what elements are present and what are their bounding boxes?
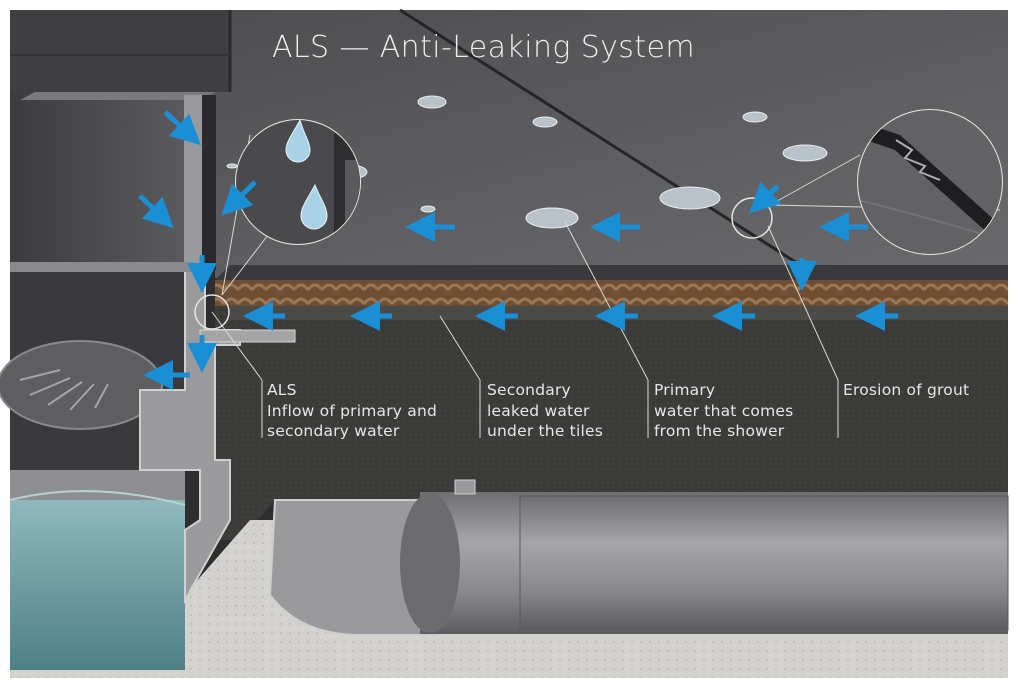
screed-layer <box>215 306 1008 540</box>
flow-arrows <box>138 110 898 390</box>
channel-drain <box>10 92 216 272</box>
label-als: ALS Inflow of primary and secondary wate… <box>267 380 437 442</box>
label-erosion-of-grout: Erosion of grout <box>843 380 969 401</box>
tile-far-left <box>10 10 230 92</box>
diagram-title: ALS — Anti-Leaking System <box>272 30 695 65</box>
label-secondary-water: Secondary leaked water under the tiles <box>487 380 603 442</box>
label-secondary-line-1: Secondary <box>487 381 571 399</box>
drain-body <box>0 261 296 670</box>
mortar-bed <box>215 280 1008 306</box>
grout-joint <box>399 8 809 272</box>
magnifier-grout-erosion <box>857 109 1003 255</box>
label-primary-line-2: water that comes <box>654 401 794 420</box>
label-secondary-line-3: under the tiles <box>487 422 603 440</box>
label-als-line-3: secondary water <box>267 422 400 440</box>
label-primary-line-1: Primary <box>654 381 716 399</box>
label-primary-water: Primary water that comes from the shower <box>654 380 793 442</box>
label-als-line-2: Inflow of primary and <box>267 401 438 420</box>
drain-pipe <box>268 479 1009 636</box>
label-erosion-line-1: Erosion of grout <box>843 381 970 399</box>
als-callout-marker <box>194 294 230 330</box>
label-als-line-1: ALS <box>267 381 297 399</box>
tile-edge <box>215 265 1008 280</box>
label-primary-line-3: from the shower <box>654 422 785 440</box>
label-secondary-line-2: leaked water <box>487 401 590 420</box>
